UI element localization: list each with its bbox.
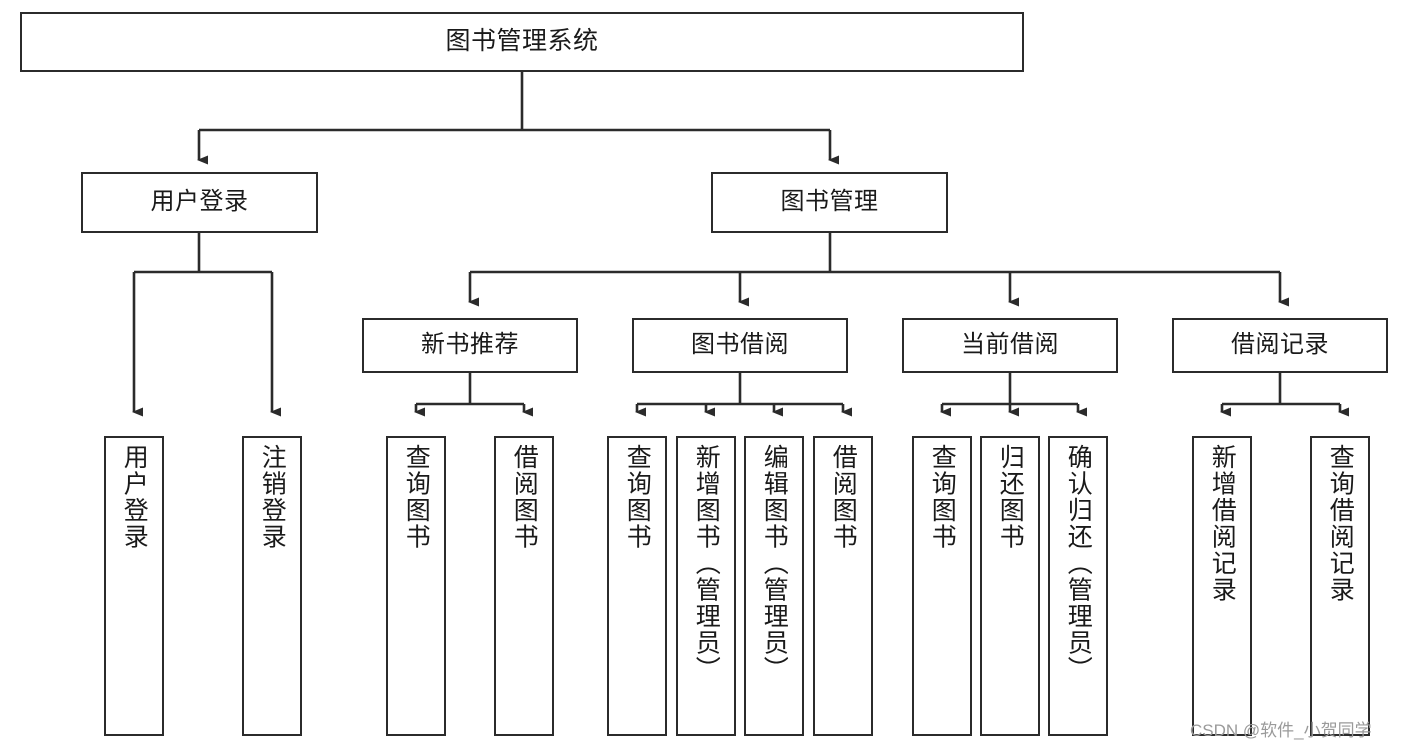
node-leaf-return-book[interactable]: 归还图书	[980, 436, 1040, 736]
node-current-borrow-label: 当前借阅	[961, 331, 1059, 359]
node-leaf-query-book-3-label: 查询图书	[928, 444, 957, 550]
node-leaf-confirm-return[interactable]: 确认归还（管理员）	[1048, 436, 1108, 736]
node-leaf-query-book-2[interactable]: 查询图书	[607, 436, 667, 736]
node-leaf-edit-book[interactable]: 编辑图书（管理员）	[744, 436, 804, 736]
node-leaf-query-book-2-label: 查询图书	[623, 444, 652, 550]
node-new-book-recommend-label: 新书推荐	[421, 331, 519, 359]
node-leaf-logout-login[interactable]: 注销登录	[242, 436, 302, 736]
node-leaf-user-login[interactable]: 用户登录	[104, 436, 164, 736]
node-leaf-borrow-book-1-label: 借阅图书	[510, 444, 539, 550]
node-book-borrow[interactable]: 图书借阅	[632, 318, 848, 373]
node-leaf-logout-login-label: 注销登录	[258, 444, 287, 550]
node-borrow-record-label: 借阅记录	[1231, 331, 1329, 359]
node-leaf-query-book-3[interactable]: 查询图书	[912, 436, 972, 736]
node-leaf-borrow-book-2-label: 借阅图书	[829, 444, 858, 550]
node-leaf-add-book-label: 新增图书（管理员）	[692, 444, 721, 683]
node-leaf-query-book-1[interactable]: 查询图书	[386, 436, 446, 736]
node-new-book-recommend[interactable]: 新书推荐	[362, 318, 578, 373]
node-user-login-label: 用户登录	[150, 188, 249, 216]
node-leaf-user-login-label: 用户登录	[120, 444, 149, 550]
node-root-label: 图书管理系统	[445, 27, 599, 56]
node-leaf-query-record-label: 查询借阅记录	[1326, 444, 1355, 603]
node-leaf-confirm-return-label: 确认归还（管理员）	[1064, 444, 1093, 683]
node-book-manage-label: 图书管理	[780, 188, 879, 216]
node-leaf-edit-book-label: 编辑图书（管理员）	[760, 444, 789, 683]
node-leaf-add-book[interactable]: 新增图书（管理员）	[676, 436, 736, 736]
node-leaf-query-record[interactable]: 查询借阅记录	[1310, 436, 1370, 736]
node-leaf-query-book-1-label: 查询图书	[402, 444, 431, 550]
watermark-text: CSDN @软件_小贺同学	[1190, 721, 1372, 740]
node-root[interactable]: 图书管理系统	[20, 12, 1024, 72]
node-current-borrow[interactable]: 当前借阅	[902, 318, 1118, 373]
node-leaf-add-record[interactable]: 新增借阅记录	[1192, 436, 1252, 736]
node-leaf-return-book-label: 归还图书	[996, 444, 1025, 550]
node-user-login[interactable]: 用户登录	[81, 172, 318, 233]
node-leaf-add-record-label: 新增借阅记录	[1208, 444, 1237, 603]
node-borrow-record[interactable]: 借阅记录	[1172, 318, 1388, 373]
node-book-borrow-label: 图书借阅	[691, 331, 789, 359]
node-leaf-borrow-book-2[interactable]: 借阅图书	[813, 436, 873, 736]
node-book-manage[interactable]: 图书管理	[711, 172, 948, 233]
node-leaf-borrow-book-1[interactable]: 借阅图书	[494, 436, 554, 736]
